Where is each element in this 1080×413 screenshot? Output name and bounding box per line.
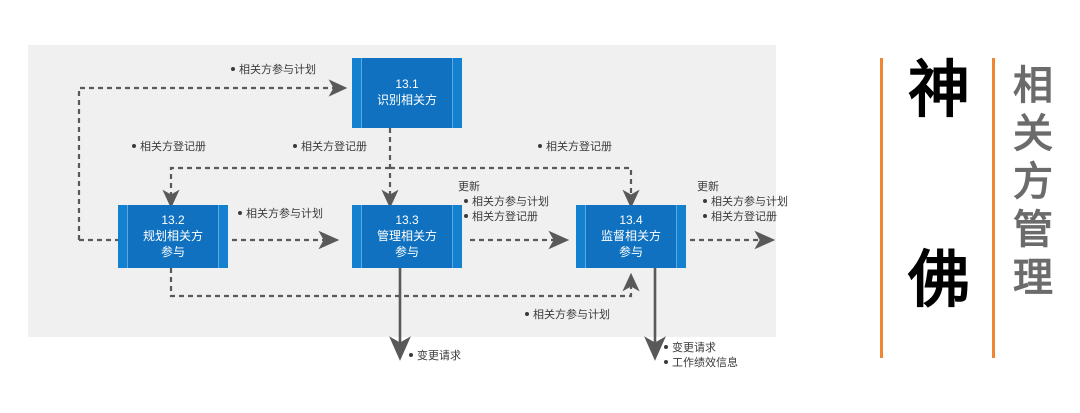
bullet-dot — [525, 312, 529, 317]
update-item-1: 相关方参与计划 — [464, 195, 549, 210]
label-text: 相关方参与计划 — [239, 64, 316, 76]
label-register-mid: 相关方登记册 — [293, 140, 367, 155]
process-title-line1: 识别相关方 — [376, 93, 437, 107]
process-box-13-4[interactable]: 13.4 监督相关方 参与 — [576, 205, 686, 268]
update-heading: 更新 — [697, 181, 719, 193]
accent-rule-right — [992, 58, 995, 358]
process-title-line1: 监督相关方 — [600, 228, 661, 243]
process-title-line2: 参与 — [160, 244, 185, 259]
label-group-update-mid: 更新 相关方参与计划 相关方登记册 — [458, 180, 549, 225]
label-register-left: 相关方登记册 — [132, 140, 206, 155]
process-number: 13.2 — [161, 212, 185, 227]
title-char-2: 关 — [1013, 111, 1053, 157]
label-register-right: 相关方登记册 — [538, 140, 612, 155]
bullet-dot — [664, 345, 668, 350]
label-plan-bottom: 相关方参与计划 — [525, 308, 610, 323]
update-item-2: 相关方登记册 — [703, 210, 788, 225]
label-text: 相关方参与计划 — [246, 208, 323, 220]
label-text: 相关方参与计划 — [533, 309, 610, 321]
brand-wordmark: 神 佛 — [890, 58, 988, 312]
output-item-1: 变更请求 — [664, 341, 738, 356]
brand-sidebar: 神 佛 相 关 方 管 理 — [860, 0, 1080, 413]
box-side-left — [118, 205, 128, 268]
accent-rule-left — [880, 58, 883, 358]
update-item-2: 相关方登记册 — [464, 210, 549, 225]
bullet-dot — [538, 144, 542, 149]
box-side-right — [452, 205, 462, 268]
output-item-2: 工作绩效信息 — [664, 356, 738, 371]
process-number: 13.3 — [395, 212, 419, 227]
sidebar-title: 相 关 方 管 理 — [1000, 62, 1066, 302]
box-side-left — [576, 205, 586, 268]
label-group-output-right: 变更请求 工作绩效信息 — [664, 341, 738, 371]
bullet-dot — [464, 214, 468, 219]
brand-char-1: 神 — [907, 53, 970, 126]
process-box-13-3[interactable]: 13.3 管理相关方 参与 — [352, 205, 462, 268]
label-text: 变更请求 — [672, 342, 716, 354]
process-box-13-2[interactable]: 13.2 规划相关方 参与 — [118, 205, 228, 268]
process-box-13-1[interactable]: 13.1 识别相关方 — [352, 58, 462, 128]
process-title-line2: 参与 — [618, 244, 643, 259]
label-text: 相关方参与计划 — [711, 196, 788, 208]
bullet-dot — [132, 144, 136, 149]
label-plan-mid: 相关方参与计划 — [238, 207, 323, 222]
box-side-left — [352, 58, 362, 128]
process-title-line1: 管理相关方 — [376, 228, 437, 243]
label-top-plan: 相关方参与计划 — [231, 63, 316, 78]
label-text: 工作绩效信息 — [672, 357, 738, 369]
flow-connectors — [77, 79, 776, 361]
process-title-line1: 规划相关方 — [142, 228, 203, 243]
update-heading: 更新 — [458, 181, 480, 193]
process-flow-diagram: 13.1 识别相关方 13.2 规划相关方 参与 13.3 管理相关方 参与 — [28, 45, 788, 371]
process-number: 13.1 — [395, 77, 419, 91]
label-text: 相关方登记册 — [711, 211, 777, 223]
process-number: 13.4 — [619, 212, 643, 227]
bullet-dot — [464, 199, 468, 204]
box-side-right — [218, 205, 228, 268]
label-change-request-mid: 变更请求 — [409, 349, 461, 364]
box-side-left — [352, 205, 362, 268]
title-char-4: 管 — [1013, 207, 1053, 253]
label-text: 相关方登记册 — [140, 141, 206, 153]
title-char-5: 理 — [1013, 255, 1053, 301]
label-text: 相关方登记册 — [472, 211, 538, 223]
box-side-right — [452, 58, 462, 128]
process-title-line2: 参与 — [394, 244, 419, 259]
title-char-3: 方 — [1013, 159, 1053, 205]
label-text: 相关方参与计划 — [472, 196, 549, 208]
label-text: 相关方登记册 — [301, 141, 367, 153]
box-side-right — [676, 205, 686, 268]
update-item-1: 相关方参与计划 — [703, 195, 788, 210]
bullet-dot — [703, 199, 707, 204]
label-group-update-right: 更新 相关方参与计划 相关方登记册 — [697, 180, 788, 225]
bullet-dot — [703, 214, 707, 219]
brand-char-2: 佛 — [907, 243, 970, 316]
bullet-dot — [664, 360, 668, 365]
bullet-dot — [231, 67, 235, 72]
label-text: 相关方登记册 — [546, 141, 612, 153]
label-text: 变更请求 — [417, 350, 461, 362]
bullet-dot — [238, 211, 242, 216]
bullet-dot — [409, 353, 413, 358]
title-char-1: 相 — [1013, 63, 1053, 109]
bullet-dot — [293, 144, 297, 149]
